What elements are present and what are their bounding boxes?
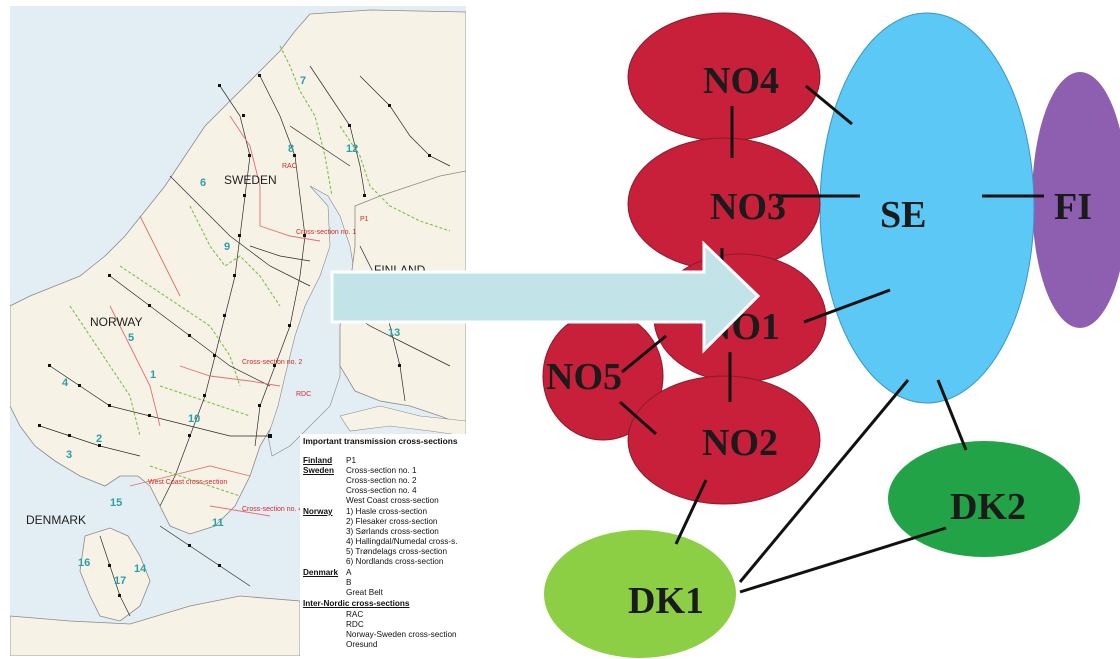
continent-land: [10, 595, 301, 656]
region-number: 15: [110, 497, 122, 509]
region-number: 3: [66, 449, 72, 461]
region-number: 9: [224, 241, 230, 253]
node-no3-label: NO3: [710, 186, 786, 228]
p1-label: P1: [360, 216, 369, 223]
node-dk2-label: DK2: [950, 486, 1026, 528]
node-fi-shape: [1032, 72, 1120, 328]
node-no4-label: NO4: [703, 60, 779, 102]
legend-item: P1: [346, 456, 357, 465]
cross-section-4-label: Cross-section no. 4: [242, 506, 302, 513]
legend-inter-nordic: Inter-Nordic cross-sections: [303, 599, 410, 608]
gulf-of-bothnia: [267, 185, 356, 457]
node-no5-label: NO5: [546, 356, 622, 398]
legend-item: Cross-section no. 1: [346, 466, 417, 475]
node-se-label: SE: [880, 194, 926, 236]
legend-item: 1) Hasle cross-section: [346, 507, 427, 516]
node-no2-shape: [627, 375, 821, 505]
region-number: 6: [200, 177, 206, 189]
cross-section-2-label: Cross-section no. 2: [242, 359, 302, 366]
node-dk1-label: DK1: [628, 580, 704, 622]
region-number: 14: [134, 563, 147, 575]
region-number: 4: [62, 377, 69, 389]
legend-item: B: [346, 578, 352, 587]
region-number: 7: [300, 75, 306, 87]
region-number: 1: [150, 369, 156, 381]
legend-finland: Finland: [303, 456, 333, 465]
map-drawing: SWEDEN NORWAY FINLAND DENMARK 7 8 12 6 9…: [10, 9, 466, 656]
legend-item: 6) Nordlands cross-section: [346, 557, 444, 566]
region-number: 17: [114, 575, 126, 587]
sweden-label: SWEDEN: [224, 173, 277, 187]
denmark-land: [79, 527, 151, 622]
baltic-land: [339, 405, 466, 437]
legend-norway: Norway: [303, 507, 333, 516]
legend-item: 5) Trøndelags cross-section: [346, 547, 448, 556]
legend-item: Great Belt: [346, 588, 383, 597]
legend-item: West Coast cross-section: [346, 496, 439, 505]
node-se-shape: [819, 12, 1035, 404]
rac-label: RAC: [282, 163, 297, 170]
connection-lines: [619, 84, 1044, 594]
norway-label: NORWAY: [90, 315, 142, 329]
region-number: 8: [288, 143, 294, 155]
legend-item: Cross-section no. 2: [346, 476, 417, 485]
region-number: 16: [78, 557, 90, 569]
rdc-label: RDC: [296, 391, 311, 398]
cross-section-lines: [109, 115, 321, 517]
zone-borders: [69, 45, 451, 497]
region-number: 10: [188, 413, 200, 425]
legend-item: 3) Sørlands cross-section: [346, 527, 439, 536]
region-number: 11: [212, 517, 224, 529]
legend-item: Cross-section no. 4: [346, 486, 417, 495]
legend-item: RAC: [346, 610, 364, 619]
node-fi-label: FI: [1054, 186, 1092, 228]
region-number: 13: [388, 327, 400, 339]
legend-item: 4) Hallingdal/Numedal cross-s.: [346, 537, 458, 546]
transition-arrow: [330, 240, 761, 354]
region-number: 12: [346, 143, 358, 155]
region-number: 5: [128, 332, 134, 344]
denmark-label: DENMARK: [26, 513, 86, 527]
legend-title: Important transmission cross-sections: [303, 436, 458, 446]
legend-item: RDC: [346, 620, 364, 629]
west-coast-label: West Coast cross-section: [148, 479, 227, 486]
legend-item: 2) Flesaker cross-section: [346, 517, 438, 526]
legend-item: Oresund: [346, 640, 378, 649]
nordic-grid-map: SWEDEN NORWAY FINLAND DENMARK 7 8 12 6 9…: [10, 6, 466, 656]
legend-denmark: Denmark: [303, 568, 339, 577]
legend-item: A: [346, 568, 352, 577]
cross-section-legend: Important transmission cross-sections Fi…: [300, 434, 466, 656]
legend-item: Norway-Sweden cross-section: [346, 630, 457, 639]
node-dk2-shape: [888, 441, 1080, 557]
node-no2-label: NO2: [702, 422, 778, 464]
substation-markers: [38, 74, 431, 597]
legend-sweden: Sweden: [303, 466, 334, 475]
cross-section-1-label: Cross-section no. 1: [296, 229, 356, 236]
region-number: 2: [96, 433, 102, 445]
node-dk1-shape: [544, 530, 736, 658]
